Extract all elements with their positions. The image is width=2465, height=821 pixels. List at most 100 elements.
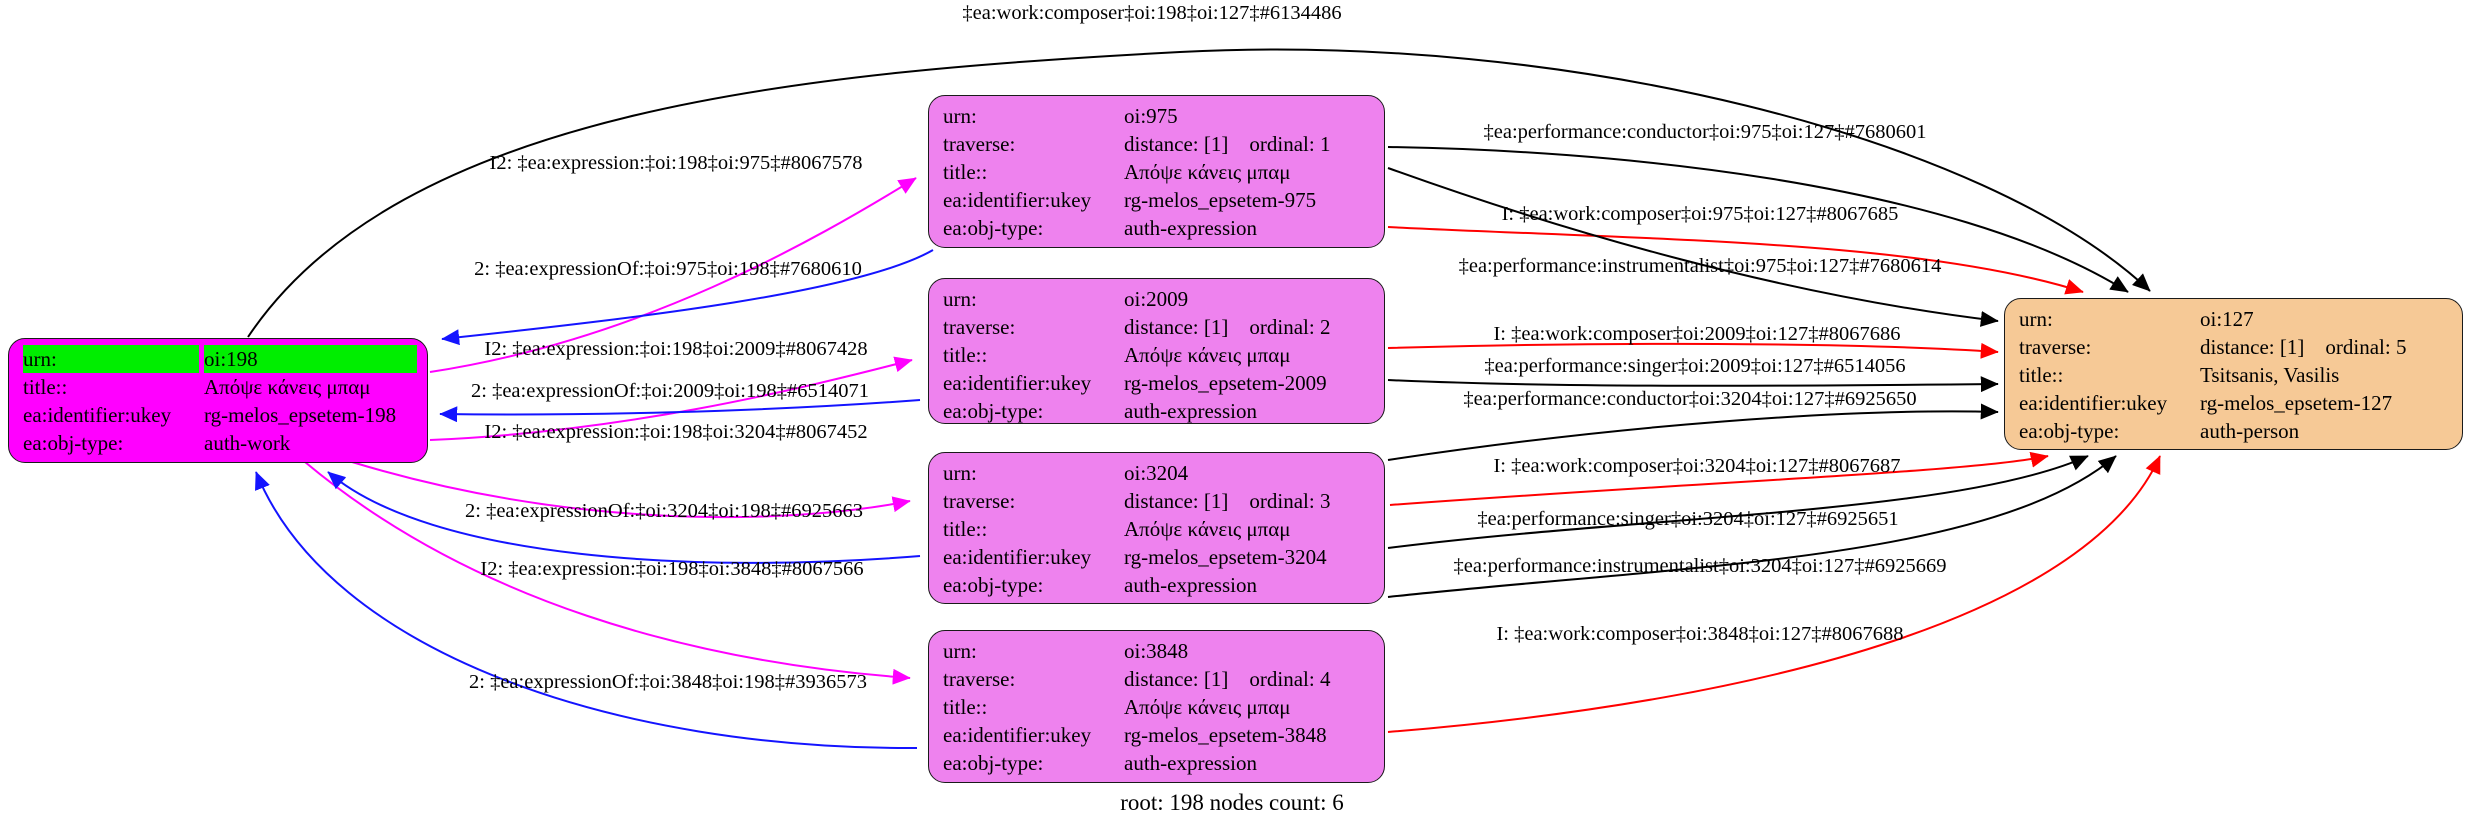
node-row-urn: urn: oi:2009 <box>929 285 1384 313</box>
edge-label-composer-3204-127: I: ‡ea:work:composer‡oi:3204‡oi:127‡#806… <box>1493 455 1901 477</box>
row-key: ea:obj-type: <box>943 751 1044 775</box>
edge-conductor-975-127 <box>1387 146 2129 293</box>
row-key: traverse: <box>943 667 1016 691</box>
row-value: rg-melos_epsetem-198 <box>204 403 397 427</box>
node-row-urn: urn: oi:975 <box>929 102 1384 130</box>
edge-expression-198-3848 <box>304 461 911 685</box>
edge-label-instrumentalist-975-127: ‡ea:performance:instrumentalist‡oi:975‡o… <box>1458 255 1942 277</box>
node-row-urn: urn: oi:127 <box>2005 305 2462 333</box>
edge-conductor-3204-127 <box>1387 403 1999 461</box>
node-row-title: title:: Απόψε κάνεις μπαμ <box>929 515 1384 543</box>
node-expression-2009[interactable]: urn: oi:2009 traverse: distance: [1] ord… <box>928 278 1385 424</box>
row-value: rg-melos_epsetem-127 <box>2200 391 2393 415</box>
node-work-198[interactable]: urn: oi:198 title:: Απόψε κάνεις μπαμ ea… <box>8 338 428 463</box>
edge-composer-3848-127 <box>1387 455 2161 733</box>
row-value: rg-melos_epsetem-2009 <box>1124 371 1327 395</box>
row-key: ea:identifier:ukey <box>943 188 1092 212</box>
row-key: title:: <box>943 695 988 719</box>
row-key: ea:obj-type: <box>2019 419 2120 443</box>
node-row-identifier: ea:identifier:ukey rg-melos_epsetem-975 <box>929 186 1384 214</box>
row-value: Απόψε κάνεις μπαμ <box>1124 343 1291 367</box>
node-row-identifier: ea:identifier:ukey rg-melos_epsetem-3204 <box>929 543 1384 571</box>
edge-expressionof-3204-198 <box>327 471 921 564</box>
row-key: urn: <box>943 461 977 485</box>
edge-label-singer-2009-127: ‡ea:performance:singer‡oi:2009‡oi:127‡#6… <box>1484 355 1906 377</box>
row-value: Tsitsanis, Vasilis <box>2200 363 2340 387</box>
node-row-objtype: ea:obj-type: auth-person <box>2005 417 2462 445</box>
edge-composer-975-127 <box>1387 226 2084 295</box>
row-value: Απόψε κάνεις μπαμ <box>1124 160 1291 184</box>
node-row-traverse: traverse: distance: [1] ordinal: 1 <box>929 130 1384 158</box>
node-row-traverse: traverse: distance: [1] ordinal: 3 <box>929 487 1384 515</box>
row-key: ea:obj-type: <box>943 399 1044 423</box>
row-key: title:: <box>943 343 988 367</box>
node-row-objtype: ea:obj-type: auth-expression <box>929 214 1384 242</box>
row-value: oi:3848 <box>1124 639 1189 663</box>
row-value: distance: [1] ordinal: 2 <box>1124 315 1331 339</box>
node-row-title: title:: Tsitsanis, Vasilis <box>2005 361 2462 389</box>
edge-expressionof-975-198 <box>441 249 934 346</box>
row-key: ea:obj-type: <box>23 431 124 455</box>
row-key: traverse: <box>2019 335 2092 359</box>
node-row-identifier: ea:identifier:ukey rg-melos_epsetem-198 <box>9 401 427 429</box>
edge-label-expression-198-3204: I2: ‡ea:expression:‡oi:198‡oi:3204‡#8067… <box>484 421 868 443</box>
row-key: traverse: <box>943 132 1016 156</box>
row-key: traverse: <box>943 489 1016 513</box>
edge-expression-198-975 <box>429 177 917 373</box>
row-value: distance: [1] ordinal: 5 <box>2200 335 2407 359</box>
row-key: title:: <box>943 160 988 184</box>
row-value: auth-expression <box>1124 751 1257 775</box>
edge-label-expressionof-3204-198: 2: ‡ea:expressionOf:‡oi:3204‡oi:198‡#692… <box>465 500 863 522</box>
row-key: urn: <box>943 287 977 311</box>
node-row-identifier: ea:identifier:ukey rg-melos_epsetem-2009 <box>929 369 1384 397</box>
row-value: auth-work <box>204 431 291 455</box>
row-key: urn: <box>943 104 977 128</box>
row-value: rg-melos_epsetem-3848 <box>1124 723 1327 747</box>
node-expression-975[interactable]: urn: oi:975 traverse: distance: [1] ordi… <box>928 95 1385 248</box>
node-expression-3848[interactable]: urn: oi:3848 traverse: distance: [1] ord… <box>928 630 1385 783</box>
row-key: title:: <box>943 517 988 541</box>
row-key: urn: <box>943 639 977 663</box>
edge-composer-2009-127 <box>1387 342 1999 359</box>
row-key: urn: <box>23 345 199 373</box>
node-expression-3204[interactable]: urn: oi:3204 traverse: distance: [1] ord… <box>928 452 1385 604</box>
row-key: ea:identifier:ukey <box>943 723 1092 747</box>
edge-label-conductor-975-127: ‡ea:performance:conductor‡oi:975‡oi:127‡… <box>1483 121 1927 143</box>
row-value: auth-expression <box>1124 216 1257 240</box>
row-key: title:: <box>23 375 68 399</box>
edge-label-expressionof-2009-198: 2: ‡ea:expressionOf:‡oi:2009‡oi:198‡#651… <box>471 380 869 402</box>
row-value: auth-person <box>2200 419 2300 443</box>
edge-label-expressionof-3848-198: 2: ‡ea:expressionOf:‡oi:3848‡oi:198‡#393… <box>469 671 867 693</box>
row-value: distance: [1] ordinal: 4 <box>1124 667 1331 691</box>
node-row-traverse: traverse: distance: [1] ordinal: 4 <box>929 665 1384 693</box>
node-row-title: title:: Απόψε κάνεις μπαμ <box>929 158 1384 186</box>
node-row-objtype: ea:obj-type: auth-expression <box>929 749 1384 777</box>
edge-instrumentalist-3204-127 <box>1387 455 2117 598</box>
row-key: ea:obj-type: <box>943 216 1044 240</box>
node-row-objtype: ea:obj-type: auth-work <box>9 429 427 457</box>
row-value: auth-expression <box>1124 573 1257 597</box>
row-value: distance: [1] ordinal: 1 <box>1124 132 1331 156</box>
edge-label-expressionof-975-198: 2: ‡ea:expressionOf:‡oi:975‡oi:198‡#7680… <box>474 258 862 280</box>
row-value: oi:2009 <box>1124 287 1189 311</box>
row-value: oi:3204 <box>1124 461 1189 485</box>
edge-label-composer-975-127: I: ‡ea:work:composer‡oi:975‡oi:127‡#8067… <box>1501 203 1899 225</box>
graph-root-caption: root: 198 nodes count: 6 <box>1120 790 1344 815</box>
edge-label-singer-3204-127: ‡ea:performance:singer‡oi:3204‡oi:127‡#6… <box>1477 508 1899 530</box>
row-key: ea:obj-type: <box>943 573 1044 597</box>
node-row-traverse: traverse: distance: [1] ordinal: 5 <box>2005 333 2462 361</box>
row-value: rg-melos_epsetem-975 <box>1124 188 1317 212</box>
edge-composer-198-127 <box>247 48 2151 338</box>
edge-label-composer-2009-127: I: ‡ea:work:composer‡oi:2009‡oi:127‡#806… <box>1493 323 1901 345</box>
edge-instrumentalist-975-127 <box>1387 167 1999 327</box>
row-key: title:: <box>2019 363 2064 387</box>
row-value: distance: [1] ordinal: 3 <box>1124 489 1331 513</box>
edge-expression-198-3204 <box>351 461 911 519</box>
node-row-objtype: ea:obj-type: auth-expression <box>929 571 1384 599</box>
row-value: oi:198 <box>204 345 417 373</box>
row-value: Απόψε κάνεις μπαμ <box>204 375 371 399</box>
row-key: traverse: <box>943 315 1016 339</box>
row-key: ea:identifier:ukey <box>943 371 1092 395</box>
node-person-127[interactable]: urn: oi:127 traverse: distance: [1] ordi… <box>2004 298 2463 450</box>
